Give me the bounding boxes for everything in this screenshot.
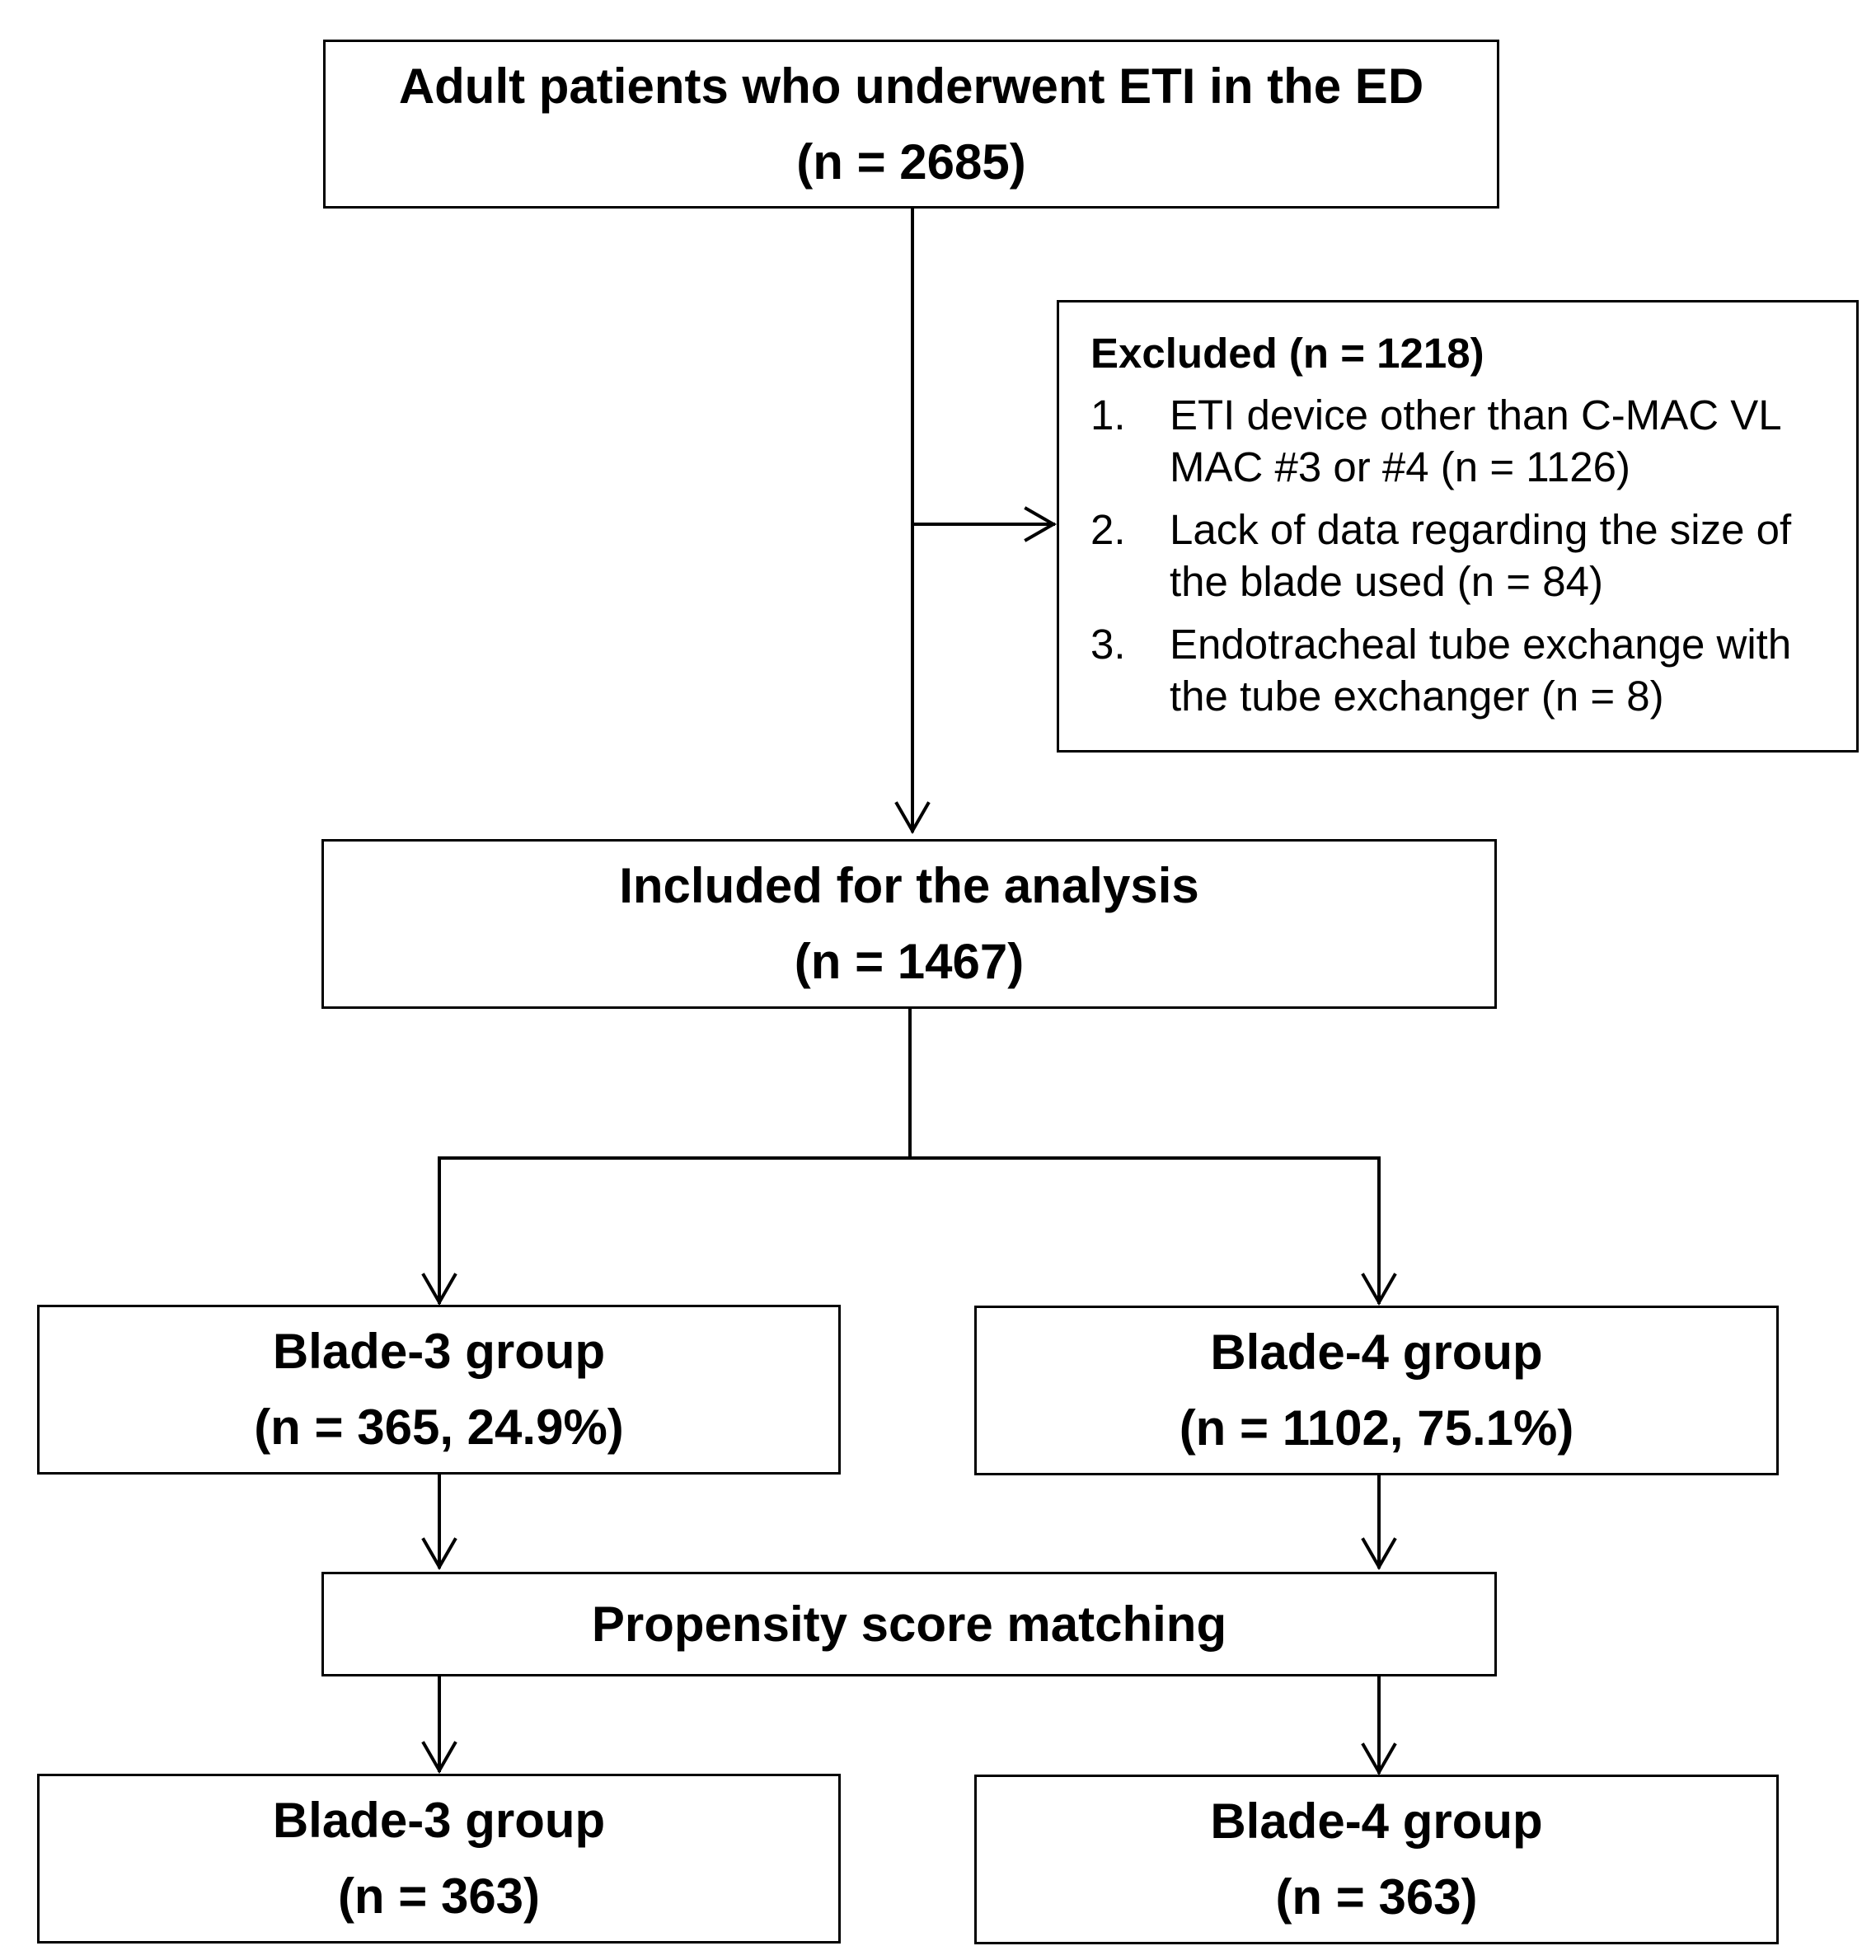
arrowhead-psm-right	[1361, 1537, 1397, 1571]
arrowhead-blade4	[1361, 1273, 1397, 1306]
blade4-matched-count: (n = 363)	[1275, 1869, 1478, 1925]
included-box-count: (n = 1467)	[794, 934, 1025, 989]
top-box-count: (n = 2685)	[796, 134, 1026, 190]
included-box: Included for the analysis (n = 1467)	[321, 839, 1497, 1009]
excluded-box: Excluded (n = 1218) 1. ETI device other …	[1057, 300, 1859, 753]
propensity-score-matching-label: Propensity score matching	[591, 1596, 1227, 1652]
blade3-box: Blade-3 group (n = 365, 24.9%)	[37, 1305, 841, 1475]
propensity-score-matching-box: Propensity score matching	[321, 1572, 1497, 1676]
arrowhead-blade3-matched	[421, 1741, 457, 1775]
blade3-box-count: (n = 365, 24.9%)	[254, 1400, 624, 1455]
excluded-item-text: Lack of data regarding the size of the b…	[1170, 506, 1792, 605]
excluded-item-text: Endotracheal tube exchange with the tube…	[1170, 621, 1792, 720]
blade3-matched-title: Blade-3 group	[272, 1793, 606, 1848]
arrowhead-blade4-matched	[1361, 1742, 1397, 1776]
blade4-box-title: Blade-4 group	[1210, 1325, 1543, 1380]
excluded-item-number: 1.	[1090, 392, 1126, 438]
blade4-matched-box: Blade-4 group (n = 363)	[974, 1775, 1779, 1944]
excluded-item: 3. Endotracheal tube exchange with the t…	[1090, 618, 1823, 722]
arrowhead-included	[894, 801, 931, 835]
top-box: Adult patients who underwent ETI in the …	[323, 40, 1499, 209]
excluded-heading: Excluded (n = 1218)	[1090, 330, 1484, 377]
excluded-item-number: 2.	[1090, 506, 1126, 553]
arrowhead-psm-left	[421, 1537, 457, 1571]
arrowhead-blade3	[421, 1273, 457, 1306]
blade3-matched-count: (n = 363)	[337, 1869, 541, 1924]
arrowhead-excluded	[1024, 506, 1058, 542]
blade3-matched-box: Blade-3 group (n = 363)	[37, 1774, 841, 1944]
blade4-box-count: (n = 1102, 75.1%)	[1179, 1400, 1574, 1456]
excluded-item: 2. Lack of data regarding the size of th…	[1090, 504, 1823, 607]
excluded-item-text: ETI device other than C-MAC VL MAC #3 or…	[1170, 392, 1780, 490]
excluded-item: 1. ETI device other than C-MAC VL MAC #3…	[1090, 389, 1823, 493]
blade3-box-title: Blade-3 group	[272, 1324, 606, 1379]
included-box-title: Included for the analysis	[619, 858, 1199, 913]
top-box-title: Adult patients who underwent ETI in the …	[398, 58, 1424, 114]
blade4-box: Blade-4 group (n = 1102, 75.1%)	[974, 1306, 1779, 1475]
blade4-matched-title: Blade-4 group	[1210, 1794, 1543, 1849]
excluded-item-number: 3.	[1090, 621, 1126, 668]
